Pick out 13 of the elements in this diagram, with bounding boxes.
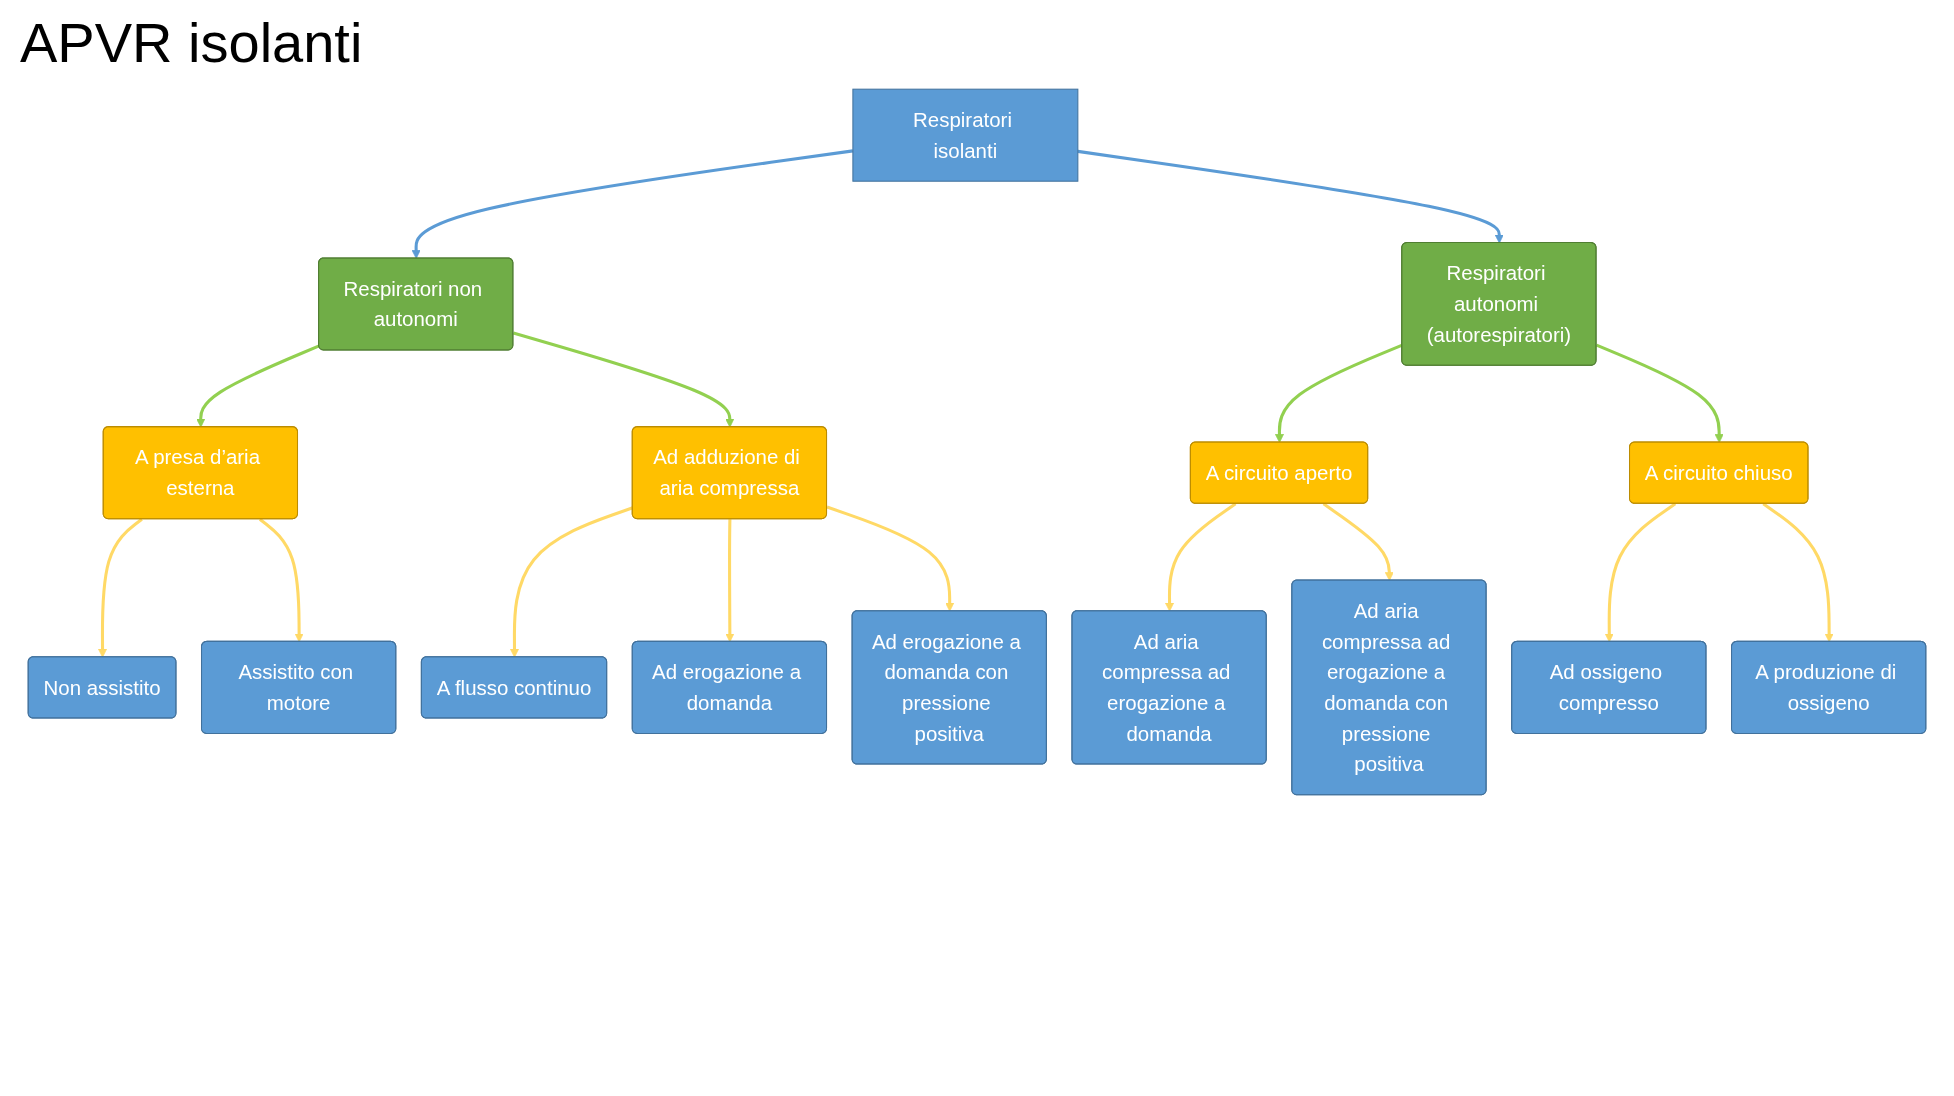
arrow bbox=[1322, 502, 1394, 581]
arrow bbox=[98, 517, 143, 658]
arrow bbox=[1165, 502, 1237, 612]
arrow bbox=[1762, 502, 1834, 643]
node-box: Respiratori isolanti bbox=[852, 88, 1079, 182]
diagram-title: APVR isolanti bbox=[20, 10, 364, 75]
arrow bbox=[826, 505, 955, 612]
arrow bbox=[1604, 502, 1677, 643]
arrow bbox=[258, 517, 304, 643]
arrow bbox=[196, 344, 320, 428]
arrow bbox=[725, 519, 735, 643]
arrow bbox=[512, 331, 735, 428]
arrow bbox=[1077, 149, 1504, 244]
